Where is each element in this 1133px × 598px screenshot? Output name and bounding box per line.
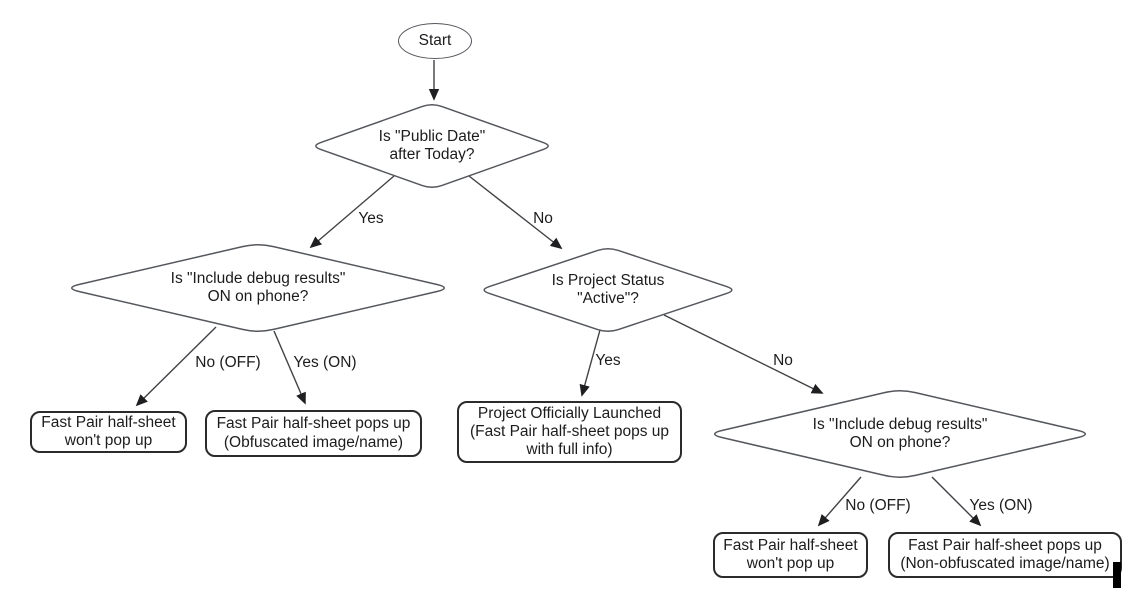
node-result-nonobfuscated-popup[interactable]: Fast Pair half-sheet pops up (Non-obfusc… bbox=[888, 532, 1122, 578]
text-cursor bbox=[1113, 562, 1121, 588]
node-decision-public-date[interactable]: Is "Public Date" after Today? bbox=[311, 103, 553, 189]
node-decision-debug-left[interactable]: Is "Include debug results" ON on phone? bbox=[64, 243, 452, 333]
node-decision-debug-right[interactable]: Is "Include debug results" ON on phone? bbox=[707, 389, 1093, 479]
node-result-no-popup-left-label: Fast Pair half-sheet won't pop up bbox=[41, 413, 176, 449]
diamond-shape-icon bbox=[311, 103, 553, 189]
node-result-nonobfuscated-popup-label: Fast Pair half-sheet pops up (Non-obfusc… bbox=[900, 536, 1110, 572]
node-start[interactable]: Start bbox=[398, 23, 472, 59]
node-start-label: Start bbox=[418, 31, 452, 49]
edge-label-yes-on-2: Yes (ON) bbox=[969, 497, 1033, 514]
diamond-shape-icon bbox=[707, 389, 1093, 479]
node-result-obfuscated-popup[interactable]: Fast Pair half-sheet pops up (Obfuscated… bbox=[205, 410, 422, 457]
node-result-no-popup-right-label: Fast Pair half-sheet won't pop up bbox=[723, 536, 858, 572]
node-result-officially-launched[interactable]: Project Officially Launched (Fast Pair h… bbox=[457, 401, 682, 463]
edge-label-yes-2: Yes bbox=[595, 352, 621, 369]
node-decision-debug-left-label: Is "Include debug results" ON on phone? bbox=[170, 269, 346, 305]
edge-label-no-off-2: No (OFF) bbox=[845, 497, 911, 514]
edge-label-no-off-1: No (OFF) bbox=[195, 354, 261, 371]
edge-label-yes-on-1: Yes (ON) bbox=[293, 354, 357, 371]
diamond-shape-icon bbox=[64, 243, 452, 333]
node-decision-public-date-label: Is "Public Date" after Today? bbox=[378, 127, 486, 163]
diamond-shape-icon bbox=[479, 247, 737, 333]
node-result-officially-launched-label: Project Officially Launched (Fast Pair h… bbox=[469, 404, 670, 459]
edge-label-no-2: No bbox=[773, 352, 793, 369]
node-decision-project-status-label: Is Project Status "Active"? bbox=[551, 271, 665, 307]
edge-label-no-1: No bbox=[533, 210, 553, 227]
node-decision-debug-right-label: Is "Include debug results" ON on phone? bbox=[812, 415, 988, 451]
node-result-no-popup-left[interactable]: Fast Pair half-sheet won't pop up bbox=[30, 411, 187, 453]
node-decision-project-status[interactable]: Is Project Status "Active"? bbox=[479, 247, 737, 333]
node-result-obfuscated-popup-label: Fast Pair half-sheet pops up (Obfuscated… bbox=[216, 415, 411, 451]
node-result-no-popup-right[interactable]: Fast Pair half-sheet won't pop up bbox=[713, 532, 868, 578]
edge-label-yes-1: Yes bbox=[358, 210, 384, 227]
